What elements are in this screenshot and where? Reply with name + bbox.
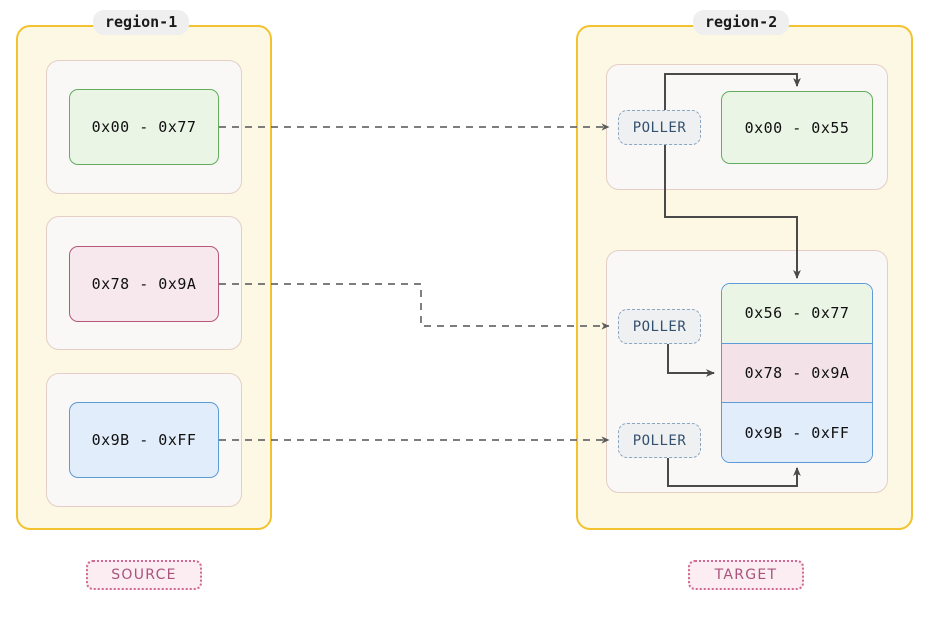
poller-1[interactable]: POLLER — [618, 110, 701, 145]
target-range-top[interactable]: 0x00 - 0x55 — [721, 91, 873, 164]
source-range-1[interactable]: 0x00 - 0x77 — [69, 89, 219, 165]
region-1-label: region-1 — [93, 10, 190, 35]
edge-poller2-to-stack-pink — [667, 344, 715, 377]
target-stack-seg-2[interactable]: 0x78 - 0x9A — [722, 342, 872, 404]
target-stack-seg-1[interactable]: 0x56 - 0x77 — [722, 284, 872, 343]
legend-source-chip[interactable]: SOURCE — [86, 560, 202, 590]
region-2-label: region-2 — [693, 10, 790, 35]
poller-2[interactable]: POLLER — [618, 309, 701, 344]
edge-poller1-to-target-top — [664, 73, 801, 110]
source-range-3[interactable]: 0x9B - 0xFF — [69, 402, 219, 478]
target-range-stack: 0x56 - 0x77 0x78 - 0x9A 0x9B - 0xFF — [721, 283, 873, 463]
target-stack-seg-3[interactable]: 0x9B - 0xFF — [722, 403, 872, 462]
poller-3[interactable]: POLLER — [618, 423, 701, 458]
edge-source2-to-poller2 — [219, 283, 610, 330]
edge-poller3-to-stack-blue — [667, 458, 801, 487]
edge-poller1-to-stack-top — [664, 145, 801, 279]
legend-target-chip[interactable]: TARGET — [688, 560, 804, 590]
source-range-2[interactable]: 0x78 - 0x9A — [69, 246, 219, 322]
